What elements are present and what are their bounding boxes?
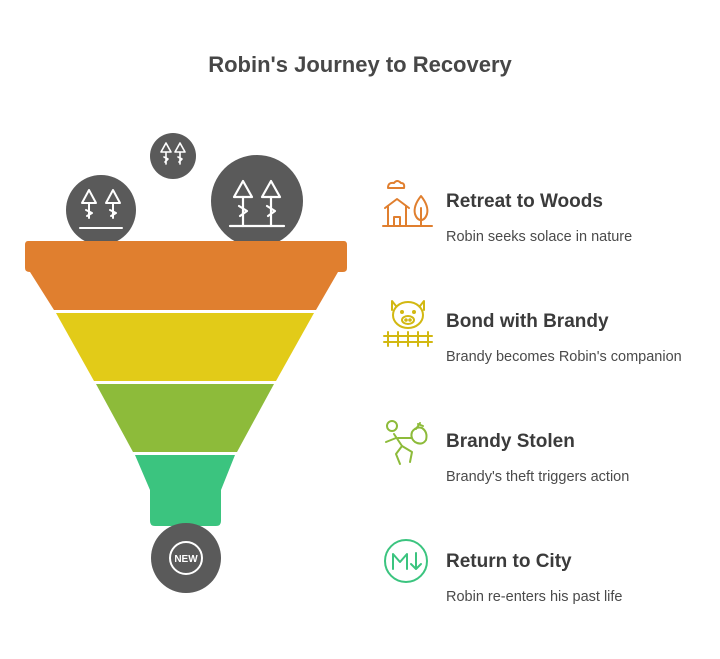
broken-trees-large-icon <box>211 155 303 247</box>
step-description: Brandy's theft triggers action <box>446 469 630 485</box>
step-description: Robin seeks solace in nature <box>446 229 633 245</box>
broken-trees-small-icon <box>150 133 196 179</box>
funnel-layer-teal <box>135 455 235 526</box>
broken-trees-icon <box>66 175 136 245</box>
funnel-layer-yellow <box>56 313 314 381</box>
gmail-icon <box>384 539 428 583</box>
step-retreat-to-woods: Retreat to Woods Robin seeks solace in n… <box>382 178 712 258</box>
step-label: Retreat to Woods <box>446 191 603 212</box>
house-tree-icon <box>382 180 433 227</box>
step-label: Bond with Brandy <box>446 311 609 332</box>
step-label: Return to City <box>446 551 572 572</box>
thief-running-icon <box>385 420 428 465</box>
funnel-layer-orange <box>25 241 347 310</box>
new-badge-text: NEW <box>174 554 198 565</box>
step-description: Robin re-enters his past life <box>446 589 623 605</box>
step-description: Brandy becomes Robin's companion <box>446 349 682 365</box>
step-bond-with-brandy: Bond with Brandy Brandy becomes Robin's … <box>382 298 712 378</box>
page-title: Robin's Journey to Recovery <box>208 52 512 77</box>
step-label: Brandy Stolen <box>446 431 575 452</box>
funnel-layer-green <box>96 384 274 452</box>
new-badge-icon: NEW <box>151 523 221 593</box>
step-return-to-city: Return to City Robin re-enters his past … <box>382 538 712 618</box>
pig-fence-icon <box>383 300 433 347</box>
step-brandy-stolen: Brandy Stolen Brandy's theft triggers ac… <box>382 418 712 498</box>
